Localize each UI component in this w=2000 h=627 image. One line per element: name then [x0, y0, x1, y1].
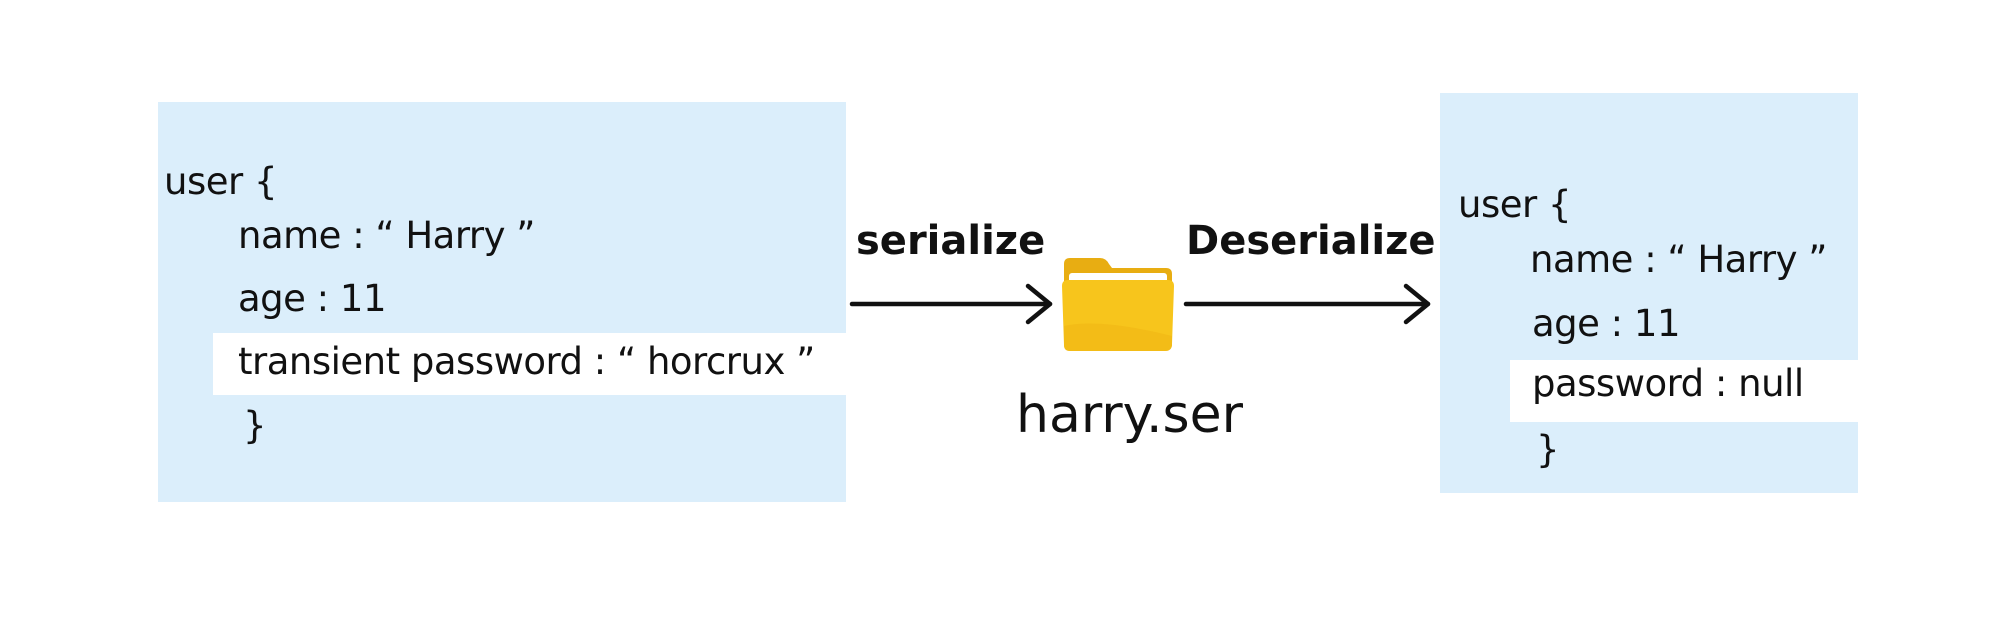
nulled-field-highlight — [1510, 360, 1858, 422]
left-name-field: name : “ Harry ” — [238, 214, 535, 257]
deserialized-object-panel — [1440, 93, 1858, 493]
serialized-file-name: harry.ser — [1016, 385, 1244, 445]
left-age-field: age : 11 — [238, 277, 387, 320]
deserialize-label: Deserialize — [1186, 218, 1436, 264]
deserialize-arrow — [1183, 283, 1431, 325]
serialize-arrow — [849, 283, 1053, 325]
transient-field-highlight — [213, 333, 846, 395]
right-object-header: user { — [1458, 183, 1572, 226]
right-password-field: password : null — [1532, 362, 1804, 405]
original-object-panel — [158, 102, 846, 502]
left-object-closing-brace: } — [243, 404, 267, 447]
right-name-field: name : “ Harry ” — [1530, 238, 1827, 281]
right-object-closing-brace: } — [1536, 428, 1560, 471]
left-object-header: user { — [164, 160, 278, 203]
left-password-field: transient password : “ horcrux ” — [238, 340, 815, 383]
folder-icon — [1062, 258, 1174, 351]
serialize-label: serialize — [856, 218, 1046, 264]
right-age-field: age : 11 — [1532, 302, 1681, 345]
